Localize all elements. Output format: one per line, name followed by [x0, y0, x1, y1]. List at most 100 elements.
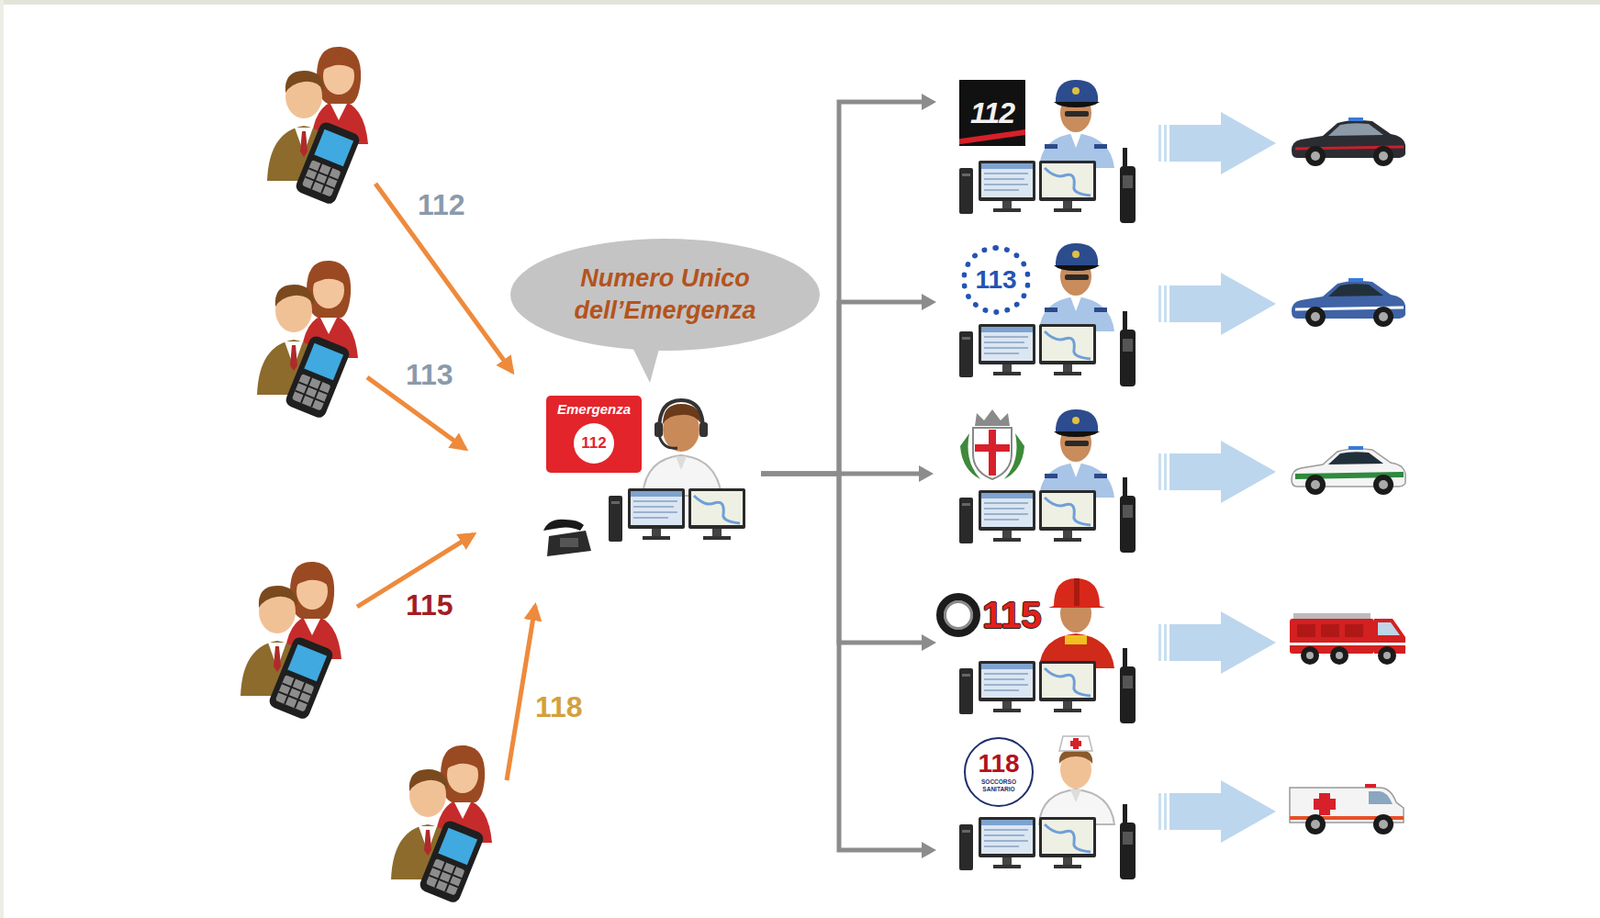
vigili-fuoco-logo: 115: [936, 590, 1049, 640]
operator-station: [608, 488, 746, 542]
slide-frame-top: [0, 0, 1600, 5]
vehicles: [1291, 117, 1406, 167]
dispatch-arrows: [1158, 272, 1276, 336]
caller-icons: [257, 260, 359, 420]
connector-line: [760, 473, 924, 851]
vehicles: [1344, 624, 1364, 638]
vehicles: [1348, 117, 1364, 122]
dispatch-stations: [1039, 736, 1115, 825]
crest-branch-line: [837, 471, 922, 477]
logo-stripe: [959, 128, 1026, 146]
operator-station: [559, 537, 579, 548]
vehicles: [1368, 791, 1393, 805]
dispatch-stations: [974, 409, 1010, 426]
connector: [760, 473, 937, 651]
vehicles: [1328, 451, 1384, 465]
dispatch-arrows: [1158, 111, 1276, 843]
dispatch-stations: [959, 804, 1136, 880]
vehicles: [1383, 651, 1391, 660]
connector-arrowhead: [921, 293, 937, 311]
vehicles: [1289, 618, 1375, 654]
vehicles: [1305, 306, 1394, 327]
logo-number: 118: [977, 750, 1019, 777]
vehicles: [1377, 646, 1397, 665]
vehicles: [1305, 474, 1394, 495]
dispatch-stations: [959, 147, 1136, 224]
crest-branch-line: [837, 465, 934, 482]
logo-number: 115: [982, 594, 1042, 636]
vehicles: [1289, 117, 1406, 835]
dispatch-station: 112: [936, 76, 1149, 235]
logo-caption: Emergenza: [557, 401, 631, 418]
vehicles: [1328, 123, 1384, 136]
crest-branch-line: [918, 465, 934, 482]
dispatch-stations: [1039, 578, 1115, 669]
logo-number: 112: [970, 96, 1015, 130]
vehicles: [1313, 798, 1336, 810]
vehicles: [1365, 783, 1377, 788]
soccorso-sanitario-logo: 118SOCCORSO SANITARIO: [963, 737, 1034, 807]
slide-frame-left: [0, 0, 4, 918]
dispatch-stations: [1039, 79, 1115, 168]
dispatch-arrows: [1158, 780, 1276, 843]
vehicles: [1348, 278, 1364, 282]
operator-station: [654, 422, 663, 437]
call-number: 115: [405, 587, 454, 623]
dispatch-stations: [974, 444, 1010, 452]
speech-bubble-body: [510, 238, 820, 351]
connector-arrowhead: [921, 93, 937, 111]
polizia-logo: 113: [961, 245, 1031, 315]
dispatch-stations: [1039, 243, 1115, 332]
vehicles: [1377, 622, 1400, 636]
connector-arrowhead: [921, 634, 937, 651]
caller-icons: [240, 46, 493, 905]
carabinieri-logo: 112: [959, 79, 1026, 146]
vehicles: [1305, 814, 1394, 835]
dispatch-stations: [959, 409, 1136, 553]
connector: [760, 473, 937, 859]
dispatch-stations: [959, 311, 1136, 387]
call-arrows: [357, 183, 536, 781]
operator-station: [659, 400, 704, 430]
vehicles: [1297, 624, 1316, 638]
operator-station: Emergenza 112: [540, 392, 761, 559]
speech-bubble-shape: [508, 236, 822, 353]
dispatch-station: 118SOCCORSO SANITARIO: [936, 732, 1149, 889]
call-number: 113: [405, 357, 454, 392]
dispatch-stations: [959, 79, 1136, 880]
dispatch-stations: [959, 736, 1136, 880]
dispatch-station: 115: [936, 576, 1149, 731]
logo-subtitle: SOCCORSO SANITARIO: [973, 778, 1025, 794]
logo-number: 112: [573, 423, 615, 464]
operator-station: [543, 519, 584, 531]
dispatch-stations: [1039, 409, 1115, 498]
operator-station: [675, 456, 687, 470]
emergency-logo: Emergenza 112: [546, 395, 642, 473]
dispatch-station: 113: [936, 239, 1149, 394]
vehicles: [1335, 651, 1343, 660]
vehicles: [1291, 446, 1406, 495]
operator-station: [543, 519, 592, 557]
vehicles: [1300, 646, 1320, 665]
vehicles: [1289, 783, 1404, 835]
dispatch-stations: [959, 79, 1136, 224]
operator-station: [659, 435, 678, 448]
dispatch-stations: [959, 243, 1136, 387]
caller-icons: [240, 561, 342, 721]
dispatch-stations: [973, 427, 1012, 480]
vehicles: [1293, 613, 1371, 619]
vehicles: [1291, 278, 1406, 327]
call-arrows: [506, 605, 536, 781]
vehicles: [1330, 646, 1349, 665]
vehicles: [1289, 613, 1406, 665]
call-number: 112: [417, 187, 466, 223]
operator-station: [547, 530, 592, 557]
dispatch-arrows: [1158, 111, 1276, 175]
call-number: 118: [535, 689, 583, 725]
dispatch-arrows: [1158, 440, 1276, 504]
vehicles: [1306, 651, 1314, 660]
caller-icons: [391, 745, 493, 905]
vehicles: [1320, 624, 1340, 638]
